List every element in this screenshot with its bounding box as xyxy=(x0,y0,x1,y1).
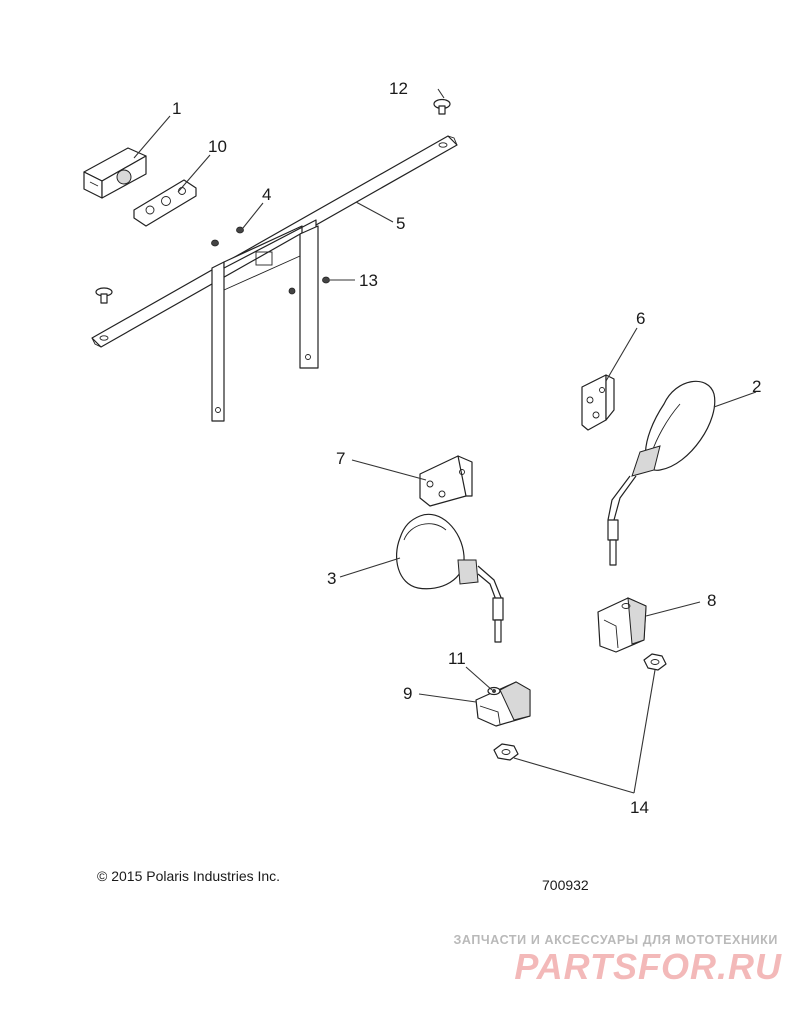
nut-part-14-upper xyxy=(643,653,667,671)
mirror-part-2 xyxy=(607,380,716,566)
callout-14: 14 xyxy=(630,798,649,817)
drawing-number: 700932 xyxy=(542,877,589,893)
nut-part-14-lower xyxy=(493,743,519,761)
plate-part-10 xyxy=(133,179,197,227)
copyright-text: © 2015 Polaris Industries Inc. xyxy=(97,868,281,884)
mirror-part-3 xyxy=(396,513,504,643)
nut-part-4 xyxy=(211,226,244,247)
callout-8: 8 xyxy=(707,591,716,610)
callout-11: 11 xyxy=(448,649,466,668)
callout-4: 4 xyxy=(262,185,271,204)
callout-12: 12 xyxy=(389,79,408,98)
callout-13: 13 xyxy=(359,271,378,290)
clamp-part-9 xyxy=(475,681,531,727)
watermark-logo: PARTSFOR.RU xyxy=(514,946,782,987)
callout-1: 1 xyxy=(172,99,181,118)
leader-lines xyxy=(133,88,757,794)
nut-part-13 xyxy=(322,276,330,284)
light-housing-part-1 xyxy=(83,147,147,199)
callout-5: 5 xyxy=(396,214,405,233)
screw-part-12 xyxy=(433,98,451,115)
callout-7: 7 xyxy=(336,449,345,468)
callout-2: 2 xyxy=(752,377,761,396)
mounting-bar-part-5 xyxy=(91,135,458,422)
callout-10: 10 xyxy=(208,137,227,156)
clamp-part-8 xyxy=(597,597,647,653)
bracket-part-7 xyxy=(419,455,473,507)
watermark-tagline: ЗАПЧАСТИ И АКСЕССУАРЫ ДЛЯ МОТОТЕХНИКИ xyxy=(453,933,778,947)
screw-left xyxy=(95,287,113,304)
callout-3: 3 xyxy=(327,569,336,588)
callout-6: 6 xyxy=(636,309,645,328)
bracket-part-6 xyxy=(581,374,615,431)
callout-9: 9 xyxy=(403,684,412,703)
callout-labels: 1 10 4 12 5 13 6 2 7 3 8 11 9 14 xyxy=(172,79,761,817)
